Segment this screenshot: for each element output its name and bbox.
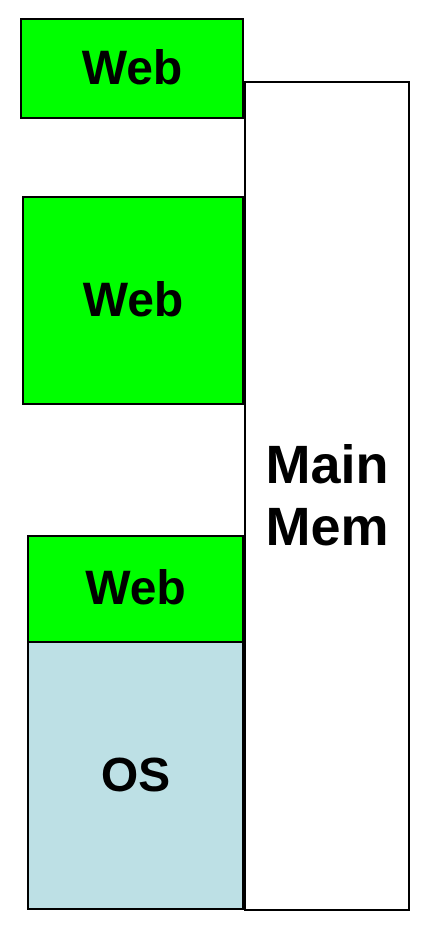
os-block: OS [27, 641, 244, 910]
main-memory-block: Main Mem [244, 81, 410, 911]
web-block-bottom: Web [27, 535, 244, 643]
os-block-label: OS [100, 748, 171, 802]
main-memory-label-line1: Main [265, 434, 389, 495]
web-block-top: Web [20, 18, 244, 119]
web-block-top-label: Web [81, 41, 183, 95]
web-block-middle: Web [22, 196, 244, 405]
main-memory-label-line2: Mem [265, 497, 389, 557]
web-block-bottom-label: Web [85, 562, 186, 616]
web-block-middle-label: Web [82, 273, 184, 327]
